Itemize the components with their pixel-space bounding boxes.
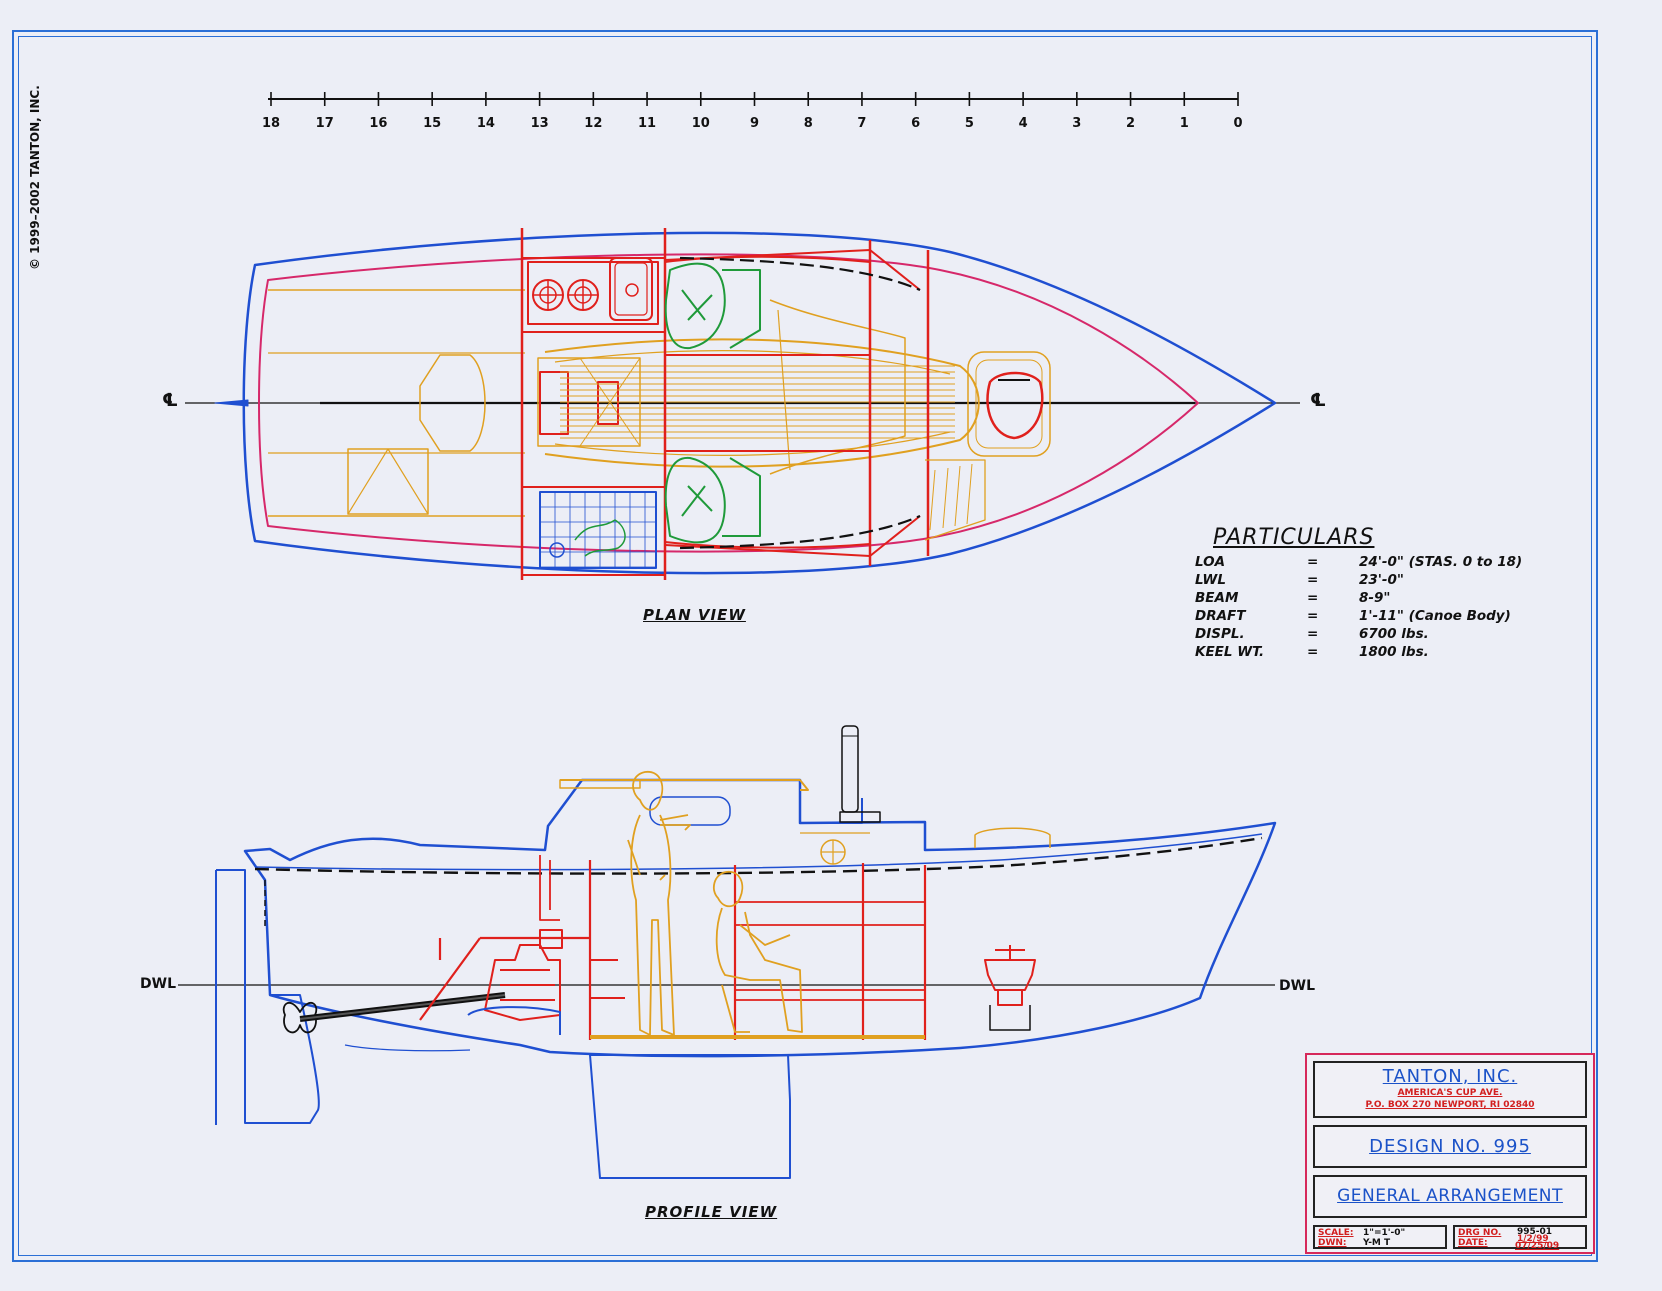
drawing-title: GENERAL ARRANGEMENT (1313, 1175, 1587, 1218)
particulars-row: DISPL. = 6700 lbs. (1195, 626, 1522, 644)
profile-bulkheads (480, 860, 927, 1040)
particular-key: BEAM (1195, 590, 1239, 606)
station-tick-label: 1 (1179, 116, 1189, 131)
scale-label: SCALE: (1318, 1228, 1354, 1238)
plan-bulkheads (520, 228, 930, 580)
dwl-label-right: DWL (1279, 978, 1315, 994)
sheet-border-outer (12, 30, 1598, 1262)
profile-view-drawing (178, 725, 1277, 1179)
station-scale-ticks (270, 92, 1239, 106)
plan-centerline-mark-right: ℄ (1310, 390, 1327, 411)
particular-equals: = (1307, 554, 1319, 570)
cabin-sole-stripes (560, 365, 955, 439)
plan-settee-cushions (664, 262, 761, 544)
plan-hull-outline (242, 231, 1277, 575)
station-tick-label: 2 (1126, 116, 1136, 131)
particulars-row: LWL = 23'-0" (1195, 572, 1522, 590)
firm-address-line2: P.O. BOX 270 NEWPORT, RI 02840 (1365, 1100, 1535, 1110)
station-tick-label: 0 (1233, 116, 1243, 131)
scale-value: 1"=1'-0" (1363, 1228, 1406, 1238)
particulars-row: LOA = 24'-0" (STAS. 0 to 18) (1195, 554, 1522, 572)
firm-box: TANTON, INC. AMERICA'S CUP AVE. P.O. BOX… (1313, 1061, 1587, 1118)
particular-value: 1800 lbs. (1359, 644, 1429, 660)
station-tick-label: 10 (691, 116, 710, 131)
drawing-number-date-box: DRG NO. 995-01 DATE: 1/2/99 07/25/09 (1453, 1225, 1587, 1251)
profile-view-title: PROFILE VIEW (645, 1203, 778, 1221)
particulars-row: DRAFT = 1'-11" (Canoe Body) (1195, 608, 1522, 626)
design-number: DESIGN NO. 995 (1313, 1125, 1587, 1168)
particular-key: KEEL WT. (1195, 644, 1265, 660)
particular-equals: = (1307, 626, 1319, 642)
particular-key: LWL (1195, 572, 1226, 588)
station-tick-label: 18 (261, 116, 281, 131)
particular-equals: = (1307, 608, 1319, 624)
plan-view-drawing (185, 228, 1300, 580)
particular-equals: = (1307, 644, 1319, 660)
station-scale (268, 92, 1239, 106)
profile-hull-outline (243, 778, 1277, 1058)
particular-equals: = (1307, 590, 1319, 606)
particulars-rows: LOA = 24'-0" (STAS. 0 to 18) LWL = 23'-0" BEAM… (1195, 554, 1522, 662)
station-tick-label: 16 (369, 116, 388, 131)
station-tick-label: 11 (638, 116, 657, 131)
particulars-row: KEEL WT. = 1800 lbs. (1195, 644, 1522, 662)
station-tick-label: 6 (911, 116, 921, 131)
station-tick-label: 12 (584, 116, 603, 131)
station-tick-label: 4 (1018, 116, 1028, 131)
particular-equals: = (1307, 572, 1319, 588)
standing-figure (627, 771, 691, 1036)
seated-figure (712, 871, 803, 1033)
particular-value: 1'-11" (Canoe Body) (1359, 608, 1511, 624)
station-tick-label: 5 (964, 116, 974, 131)
station-tick-label: 7 (857, 116, 867, 131)
station-tick-label: 9 (749, 116, 760, 131)
station-tick-label: 8 (803, 116, 813, 131)
particular-key: LOA (1195, 554, 1226, 570)
engine-icon (484, 929, 563, 1021)
profile-keel (589, 1054, 791, 1179)
station-tick-label: 13 (530, 116, 549, 131)
particular-value: 8-9" (1359, 590, 1391, 606)
firm-address-line1: AMERICA'S CUP AVE. (1397, 1088, 1503, 1098)
station-tick-label: 17 (315, 116, 334, 131)
station-tick-label: 15 (423, 116, 442, 131)
title-block: TANTON, INC. AMERICA'S CUP AVE. P.O. BOX… (1305, 1053, 1595, 1254)
particulars-row: BEAM = 8-9" (1195, 590, 1522, 608)
date-value-2: 07/25/09 (1515, 1241, 1560, 1251)
station-tick-label: 14 (476, 116, 495, 131)
drawn-label: DWN: (1318, 1238, 1347, 1248)
date-label: DATE: (1458, 1238, 1488, 1248)
drawing-number-value: 995-01 (1517, 1227, 1553, 1237)
particulars-table: PARTICULARS LOA = 24'-0" (STAS. 0 to 18) LW… (1195, 525, 1585, 662)
particular-value: 24'-0" (STAS. 0 to 18) (1359, 554, 1523, 570)
plan-centerline-mark-left: ℄ (162, 390, 179, 411)
station-tick-label: 3 (1072, 116, 1082, 131)
date-value-1: 1/2/99 (1517, 1234, 1549, 1244)
particular-key: DRAFT (1195, 608, 1246, 624)
head-icon (984, 945, 1036, 1006)
drawing-number-label: DRG NO. (1458, 1228, 1502, 1238)
particular-value: 6700 lbs. (1359, 626, 1429, 642)
particular-value: 23'-0" (1359, 572, 1404, 588)
firm-name: TANTON, INC. (1382, 1066, 1518, 1087)
plan-view-title: PLAN VIEW (643, 606, 746, 624)
sheet-border-inner (18, 36, 1592, 1256)
drawn-value: Y-M T (1363, 1238, 1391, 1248)
scale-drawn-box: SCALE: 1"=1'-0" DWN: Y-M T (1313, 1225, 1447, 1249)
particular-key: DISPL. (1195, 626, 1245, 642)
particulars-title: PARTICULARS (1213, 525, 1375, 550)
dwl-label-left: DWL (140, 976, 176, 992)
